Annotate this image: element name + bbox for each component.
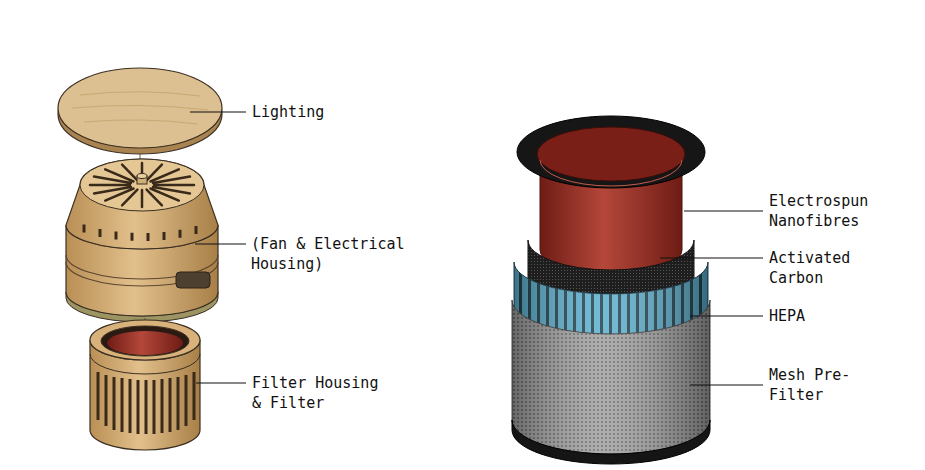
fan-hub-top bbox=[137, 174, 147, 179]
part-label: (Fan & Electrical Housing) bbox=[251, 234, 416, 274]
housing-slots bbox=[98, 372, 194, 434]
housing-port bbox=[176, 272, 210, 288]
ring-opening bbox=[537, 127, 685, 181]
part-label: Electrospun Nanofibres bbox=[769, 191, 881, 231]
part-label: Filter Housing & Filter bbox=[252, 373, 390, 413]
part-label: HEPA bbox=[769, 306, 881, 326]
wood-grain bbox=[72, 92, 208, 124]
housing-dome bbox=[66, 159, 218, 249]
housing-opening bbox=[101, 326, 189, 356]
top-ring bbox=[517, 116, 705, 188]
mesh-prefilter bbox=[512, 300, 710, 454]
part-label: Mesh Pre-Filter bbox=[769, 365, 881, 405]
side-vents bbox=[84, 225, 196, 241]
air-slots bbox=[90, 163, 194, 207]
nanofibre-rim bbox=[540, 160, 682, 186]
mesh-shade bbox=[512, 300, 710, 454]
bottom-ring bbox=[512, 420, 710, 464]
lighting-disc bbox=[58, 68, 222, 148]
housing-lip bbox=[90, 320, 200, 360]
housing-top bbox=[80, 159, 204, 211]
part-label: Activated Carbon bbox=[769, 248, 881, 288]
inner-filter bbox=[107, 331, 183, 355]
leader-line bbox=[190, 112, 763, 385]
part-label: Lighting bbox=[252, 102, 372, 122]
